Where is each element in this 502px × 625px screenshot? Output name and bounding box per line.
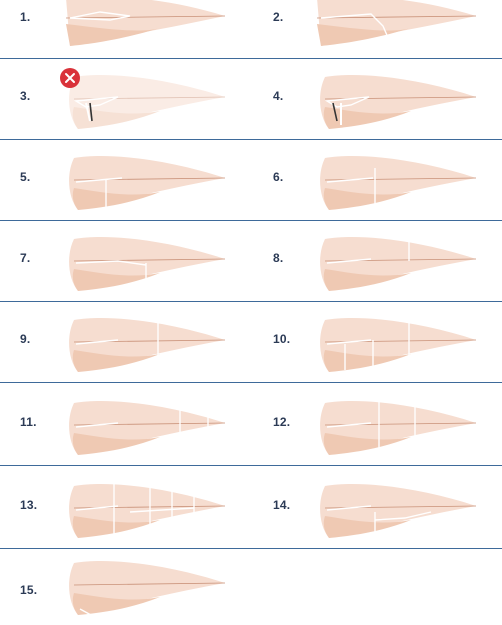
fillet-illustration bbox=[311, 63, 481, 133]
step-label: 9. bbox=[20, 332, 30, 346]
step-12: 12. bbox=[251, 383, 502, 465]
step-label: 14. bbox=[273, 498, 290, 512]
row-1: 1. 2. bbox=[0, 0, 502, 58]
fillet-illustration bbox=[60, 225, 230, 295]
step-label: 3. bbox=[20, 89, 30, 103]
fillet-illustration bbox=[311, 225, 481, 295]
step-label: 15. bbox=[20, 583, 37, 597]
step-9: 9. bbox=[0, 302, 251, 382]
fillet-illustration bbox=[60, 63, 230, 133]
fillet-illustration bbox=[311, 306, 481, 376]
row-6: 11. 12. bbox=[0, 383, 502, 465]
step-label: 10. bbox=[273, 332, 290, 346]
fillet-illustration bbox=[60, 555, 230, 625]
fillet-illustration bbox=[311, 389, 481, 459]
step-3: 3. bbox=[0, 59, 251, 139]
step-7: 7. bbox=[0, 221, 251, 301]
fillet-illustration bbox=[60, 472, 230, 542]
row-4: 7. 8. bbox=[0, 221, 502, 301]
step-6: 6. bbox=[251, 140, 502, 220]
step-label: 11. bbox=[20, 415, 37, 429]
fillet-illustration bbox=[60, 144, 230, 214]
step-label: 12. bbox=[273, 415, 290, 429]
step-1: 1. bbox=[0, 0, 251, 58]
step-15: 15. bbox=[0, 549, 251, 620]
step-label: 7. bbox=[20, 251, 30, 265]
step-2: 2. bbox=[251, 0, 502, 58]
row-2: 3. 4. bbox=[0, 59, 502, 139]
step-label: 13. bbox=[20, 498, 37, 512]
step-14: 14. bbox=[251, 466, 502, 548]
step-5: 5. bbox=[0, 140, 251, 220]
fillet-illustration bbox=[311, 472, 481, 542]
row-5: 9. 10. bbox=[0, 302, 502, 382]
fillet-illustration bbox=[311, 144, 481, 214]
step-8: 8. bbox=[251, 221, 502, 301]
step-label: 6. bbox=[273, 170, 283, 184]
step-label: 1. bbox=[20, 10, 30, 24]
step-10: 10. bbox=[251, 302, 502, 382]
step-4: 4. bbox=[251, 59, 502, 139]
step-label: 5. bbox=[20, 170, 30, 184]
fillet-illustration bbox=[60, 306, 230, 376]
fillet-illustration bbox=[60, 389, 230, 459]
step-label: 8. bbox=[273, 251, 283, 265]
fillet-illustration bbox=[60, 0, 230, 48]
close-circle-icon bbox=[60, 68, 80, 88]
step-13: 13. bbox=[0, 466, 251, 548]
step-11: 11. bbox=[0, 383, 251, 465]
fillet-illustration bbox=[311, 0, 481, 48]
step-label: 4. bbox=[273, 89, 283, 103]
row-7: 13. 14. bbox=[0, 466, 502, 548]
step-label: 2. bbox=[273, 10, 283, 24]
row-3: 5. 6. bbox=[0, 140, 502, 220]
row-8: 15. bbox=[0, 549, 502, 620]
